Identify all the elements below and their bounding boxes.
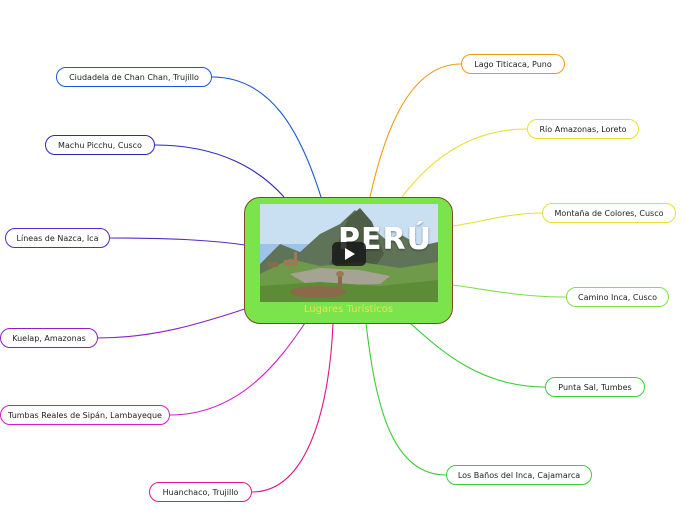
- link-camino-inca: [453, 285, 566, 297]
- node-sipan[interactable]: Tumbas Reales de Sipán, Lambayeque: [0, 405, 170, 425]
- node-montana[interactable]: Montaña de Colores, Cusco: [542, 203, 676, 223]
- central-topic-label: Lugares Turísticos: [245, 304, 452, 315]
- node-chan-chan[interactable]: Ciudadela de Chan Chan, Trujillo: [56, 67, 212, 87]
- link-machu-picchu: [155, 145, 284, 197]
- link-kuelap: [98, 308, 248, 338]
- link-nazca: [110, 238, 245, 245]
- node-kuelap[interactable]: Kuelap, Amazonas: [0, 328, 98, 348]
- node-label: Líneas de Nazca, Ica: [17, 234, 99, 243]
- node-label: Machu Picchu, Cusco: [58, 141, 142, 150]
- central-topic[interactable]: PERÚ Lugares Turísticos: [244, 197, 453, 324]
- node-label: Ciudadela de Chan Chan, Trujillo: [69, 73, 199, 82]
- node-label: Camino Inca, Cusco: [578, 293, 657, 302]
- node-label: Tumbas Reales de Sipán, Lambayeque: [8, 411, 162, 420]
- link-banos-inca: [366, 323, 446, 475]
- link-huanchaco: [252, 323, 333, 492]
- link-amazonas: [402, 129, 527, 197]
- peru-photo[interactable]: PERÚ: [260, 204, 438, 302]
- node-label: Kuelap, Amazonas: [12, 334, 86, 343]
- node-label: Río Amazonas, Loreto: [540, 125, 627, 134]
- link-sipan: [170, 323, 305, 415]
- play-icon[interactable]: [332, 242, 366, 266]
- node-amazonas[interactable]: Río Amazonas, Loreto: [527, 119, 639, 139]
- node-label: Punta Sal, Tumbes: [558, 383, 631, 392]
- node-nazca[interactable]: Líneas de Nazca, Ica: [5, 228, 110, 248]
- node-label: Montaña de Colores, Cusco: [555, 209, 664, 218]
- link-punta-sal: [410, 323, 545, 387]
- node-banos-inca[interactable]: Los Baños del Inca, Cajamarca: [446, 465, 592, 485]
- node-titicaca[interactable]: Lago Titicaca, Puno: [461, 54, 565, 74]
- link-chan-chan: [212, 77, 321, 197]
- node-punta-sal[interactable]: Punta Sal, Tumbes: [545, 377, 645, 397]
- node-label: Huanchaco, Trujillo: [163, 488, 239, 497]
- node-camino-inca[interactable]: Camino Inca, Cusco: [566, 287, 669, 307]
- link-montana: [453, 213, 542, 226]
- link-titicaca: [370, 64, 461, 197]
- node-machu-picchu[interactable]: Machu Picchu, Cusco: [45, 135, 155, 155]
- node-label: Lago Titicaca, Puno: [474, 60, 552, 69]
- node-huanchaco[interactable]: Huanchaco, Trujillo: [149, 482, 252, 502]
- node-label: Los Baños del Inca, Cajamarca: [458, 471, 580, 480]
